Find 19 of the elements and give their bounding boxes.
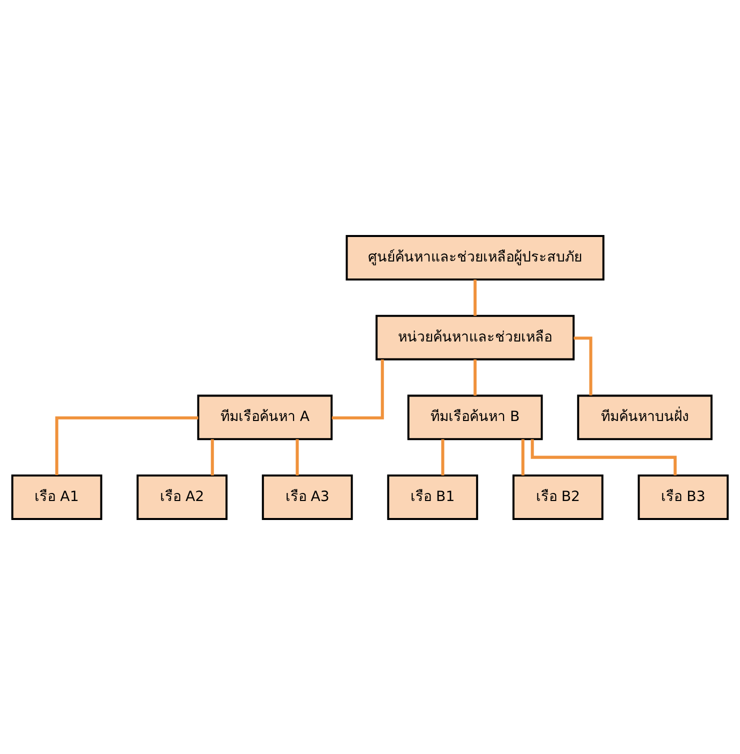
connector <box>474 358 477 396</box>
node-box: ทีมเรือค้นหา B <box>407 394 543 440</box>
connector <box>474 279 477 316</box>
node-box: เรือ B2 <box>512 474 604 520</box>
node-box: เรือ A2 <box>136 474 228 520</box>
node-box: เรือ A3 <box>262 474 353 520</box>
connector <box>296 438 299 475</box>
node-box: เรือ B1 <box>387 474 478 520</box>
connector <box>55 416 198 475</box>
node-box: หน่วยค้นหาและช่วยเหลือ <box>376 314 575 360</box>
node-box: เรือ B3 <box>638 474 729 520</box>
node-box: ศูนย์ค้นหาและช่วยเหลือผู้ประสบภัย <box>346 234 604 280</box>
connector <box>521 438 524 475</box>
connector <box>332 359 384 419</box>
connector <box>210 438 214 475</box>
node-box: ทีมเรือค้นหา A <box>197 394 333 440</box>
connector <box>441 438 444 475</box>
node-box: เรือ A1 <box>11 474 102 520</box>
node-box: ทีมค้นหาบนฝั่ง <box>577 394 713 440</box>
